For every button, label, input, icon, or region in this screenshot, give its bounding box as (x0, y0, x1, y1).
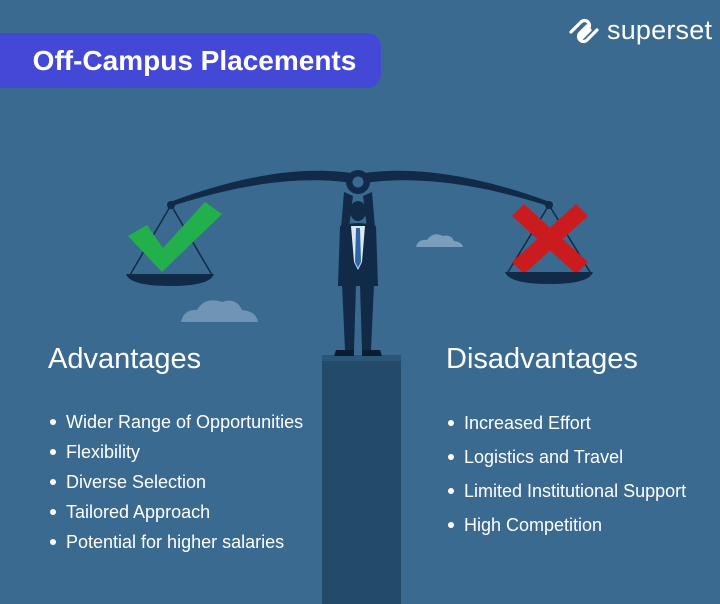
list-item: Tailored Approach (48, 497, 303, 527)
advantages-list: Wider Range of Opportunities Flexibility… (48, 407, 303, 557)
list-item: Logistics and Travel (446, 440, 686, 474)
pillar (322, 355, 401, 604)
advantages-heading: Advantages (48, 343, 202, 375)
disadvantages-heading: Disadvantages (446, 343, 638, 375)
right-scale-pan (505, 204, 593, 284)
list-item: Flexibility (48, 437, 303, 467)
left-scale-pan (126, 202, 222, 286)
list-item: High Competition (446, 508, 686, 542)
balance-beam (170, 170, 550, 206)
list-item: Diverse Selection (48, 467, 303, 497)
brand-logo: superset (567, 15, 712, 46)
businessman-figure (334, 192, 382, 356)
list-item: Potential for higher salaries (48, 527, 303, 557)
cloud-icon (181, 300, 258, 322)
checkmark-icon (128, 202, 222, 272)
list-item: Wider Range of Opportunities (48, 407, 303, 437)
brand-name: superset (607, 15, 713, 45)
cloud-icon (416, 234, 463, 247)
superset-logo-icon (569, 18, 599, 43)
cross-icon (512, 204, 588, 274)
list-item: Limited Institutional Support (446, 474, 686, 508)
page-title: Off-Campus Placements (0, 33, 381, 88)
list-item: Increased Effort (446, 406, 686, 440)
disadvantages-list: Increased Effort Logistics and Travel Li… (446, 406, 686, 542)
